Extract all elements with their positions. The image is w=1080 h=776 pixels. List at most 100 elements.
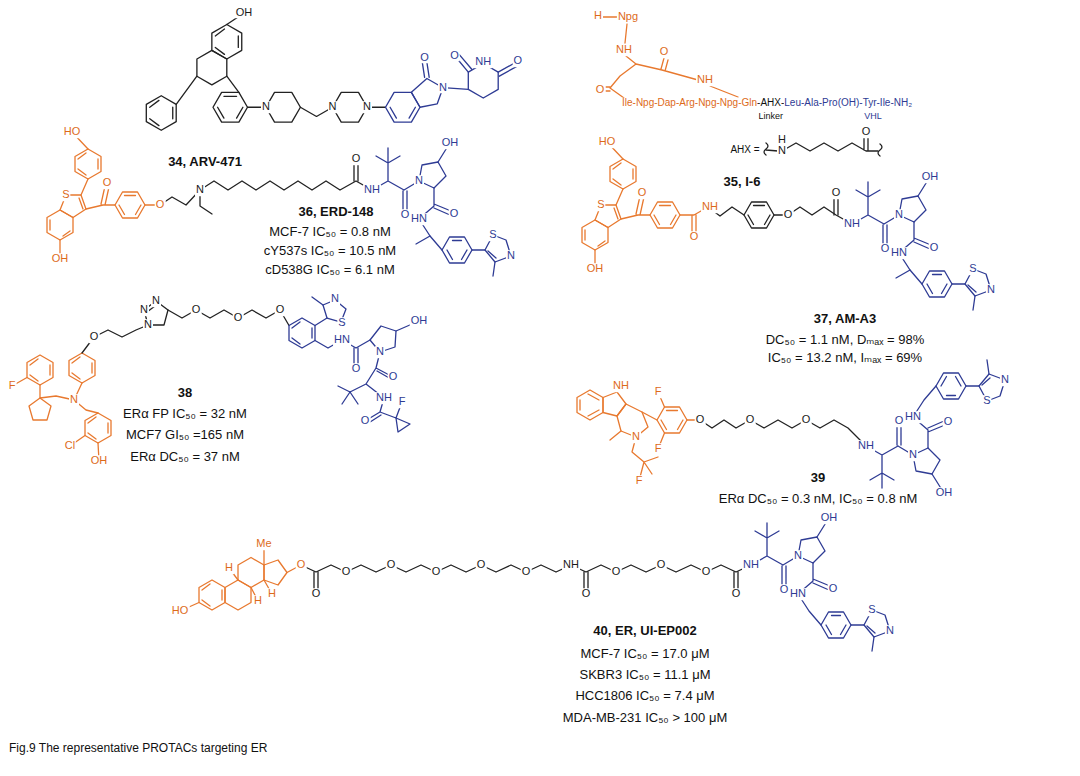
activity-value: cY537s IC₅₀ = 10.5 nM: [263, 244, 397, 258]
atom-label: O: [388, 371, 399, 383]
activity-value: ERα DC₅₀ = 0.3 nM, IC₅₀ = 0.8 nM: [718, 492, 919, 506]
atom-label: Cl: [64, 440, 76, 452]
atom-label: O: [943, 416, 954, 428]
atom-label: N: [894, 209, 904, 221]
atom-label: O: [233, 312, 244, 324]
atom-label: HN: [410, 213, 428, 225]
activity-value: cD538G IC₅₀ = 6.1 nM: [264, 263, 396, 277]
atom-label: NH: [615, 44, 633, 56]
atom-label: N: [362, 101, 372, 113]
atom-label: O: [351, 363, 362, 375]
atom-label: F: [654, 386, 663, 398]
atom-label: O: [695, 414, 706, 426]
atom-label: O: [880, 243, 891, 255]
figure-caption: Fig.9 The representative PROTACs targeti…: [8, 742, 268, 755]
atom-label: O: [431, 566, 442, 578]
atom-label: Me: [255, 538, 272, 550]
activity-value: SKBR3 IC₅₀ = 11.1 μM: [579, 668, 712, 682]
atom-label: OH: [90, 455, 109, 467]
atom-label: F: [654, 443, 663, 455]
atom-label: O: [656, 559, 667, 571]
compound-label: 39: [810, 471, 826, 485]
compound-label: 37, AM-A3: [813, 312, 877, 326]
atom-label: OH: [410, 315, 429, 327]
atom-label: N: [151, 295, 161, 307]
activity-value: HCC1806 IC₅₀ = 7.4 μM: [574, 689, 715, 703]
atom-label: O: [155, 199, 166, 211]
activity-value: IC₅₀ = 13.2 nM, Iₘₐₓ = 69%: [767, 351, 923, 365]
atom-label: HO: [63, 126, 82, 138]
atom-label: N: [777, 145, 787, 157]
atom-label: O: [828, 583, 839, 595]
atom-label: N: [908, 449, 918, 461]
atom-label: N: [506, 250, 516, 262]
atom-label: O: [476, 559, 487, 571]
activity-value: MDA-MB-231 IC₅₀ > 100 μM: [562, 711, 728, 725]
atom-label: NH: [742, 559, 760, 571]
atom-label: O: [745, 414, 756, 426]
segment-label: Linker: [757, 112, 784, 121]
atom-label: O: [521, 566, 532, 578]
atom-label: S: [488, 229, 497, 241]
atom-label: N: [261, 101, 271, 113]
compound-label: 34, ARV-471: [167, 155, 243, 169]
atom-label: NH: [696, 74, 714, 86]
atom-label: O: [419, 52, 430, 64]
atom-label: HN: [789, 588, 807, 600]
atom-label: S: [867, 604, 876, 616]
atom-label: OH: [935, 487, 954, 499]
atom-label: N: [328, 101, 338, 113]
atom-label: S: [596, 199, 605, 211]
atom-label: O: [360, 415, 371, 427]
atom-label: O: [351, 153, 362, 165]
atom-label: OH: [921, 171, 940, 183]
atom-label: O: [89, 331, 100, 343]
atom-label: N: [143, 319, 153, 331]
atom-label: O: [929, 242, 940, 254]
atom-label: NH: [701, 201, 719, 213]
atom-label: O: [831, 187, 842, 199]
atom-label: O: [102, 177, 113, 189]
atom-label: S: [968, 263, 977, 275]
atom-label: NH: [857, 440, 875, 452]
atom-label: O: [296, 559, 307, 571]
atom-label: NH: [843, 218, 861, 230]
activity-value: MCF7 GI₅₀ =165 nM: [125, 428, 245, 442]
atom-label: O: [611, 566, 622, 578]
atom-label: F: [398, 396, 407, 408]
atom-label: O: [861, 126, 872, 138]
activity-value: MCF-7 IC₅₀ = 17.0 μM: [579, 647, 710, 661]
compound-label: 36, ERD-148: [297, 205, 374, 219]
activity-value: DC₅₀ = 1.1 nM, Dₘₐₓ = 98%: [765, 333, 926, 347]
atom-label: NH: [474, 57, 492, 69]
atom-label: N: [885, 625, 895, 637]
atom-label: O: [659, 46, 670, 58]
atom-label: HN: [904, 411, 922, 423]
activity-value: MCF-7 IC₅₀ = 0.8 nM: [268, 225, 392, 239]
atom-label: O: [801, 414, 812, 426]
atom-label: N: [139, 304, 149, 316]
atom-label: NH: [562, 559, 580, 571]
atom-label: O: [386, 559, 397, 571]
atom-label: N: [195, 184, 205, 196]
peptide-sequence: Ile-Npg-Dap-Arg-Npg-Npg-Gln: [622, 98, 757, 109]
atom-label: O: [783, 209, 794, 221]
atom-label: O: [275, 304, 286, 316]
atom-label: O: [779, 584, 790, 596]
atom-label: O: [581, 588, 592, 600]
segment-label: VHL: [863, 112, 883, 121]
peptide-sequence: AHX =: [730, 145, 759, 156]
peptide-sequence: Leu-Ala-Pro(OH)-Tyr-Ile-NH₂: [784, 98, 912, 109]
atom-label: O: [689, 231, 700, 243]
atom-label: H: [777, 134, 787, 146]
atom-label: S: [337, 317, 346, 329]
atom-label: N: [986, 284, 996, 296]
atom-label: H: [224, 562, 234, 574]
atom-label: OH: [51, 253, 70, 265]
atom-label: S: [982, 395, 991, 407]
activity-value: ERα FP IC₅₀ = 32 nM: [122, 407, 248, 421]
atom-label: N: [1000, 374, 1010, 386]
atom-label: OH: [235, 7, 254, 19]
